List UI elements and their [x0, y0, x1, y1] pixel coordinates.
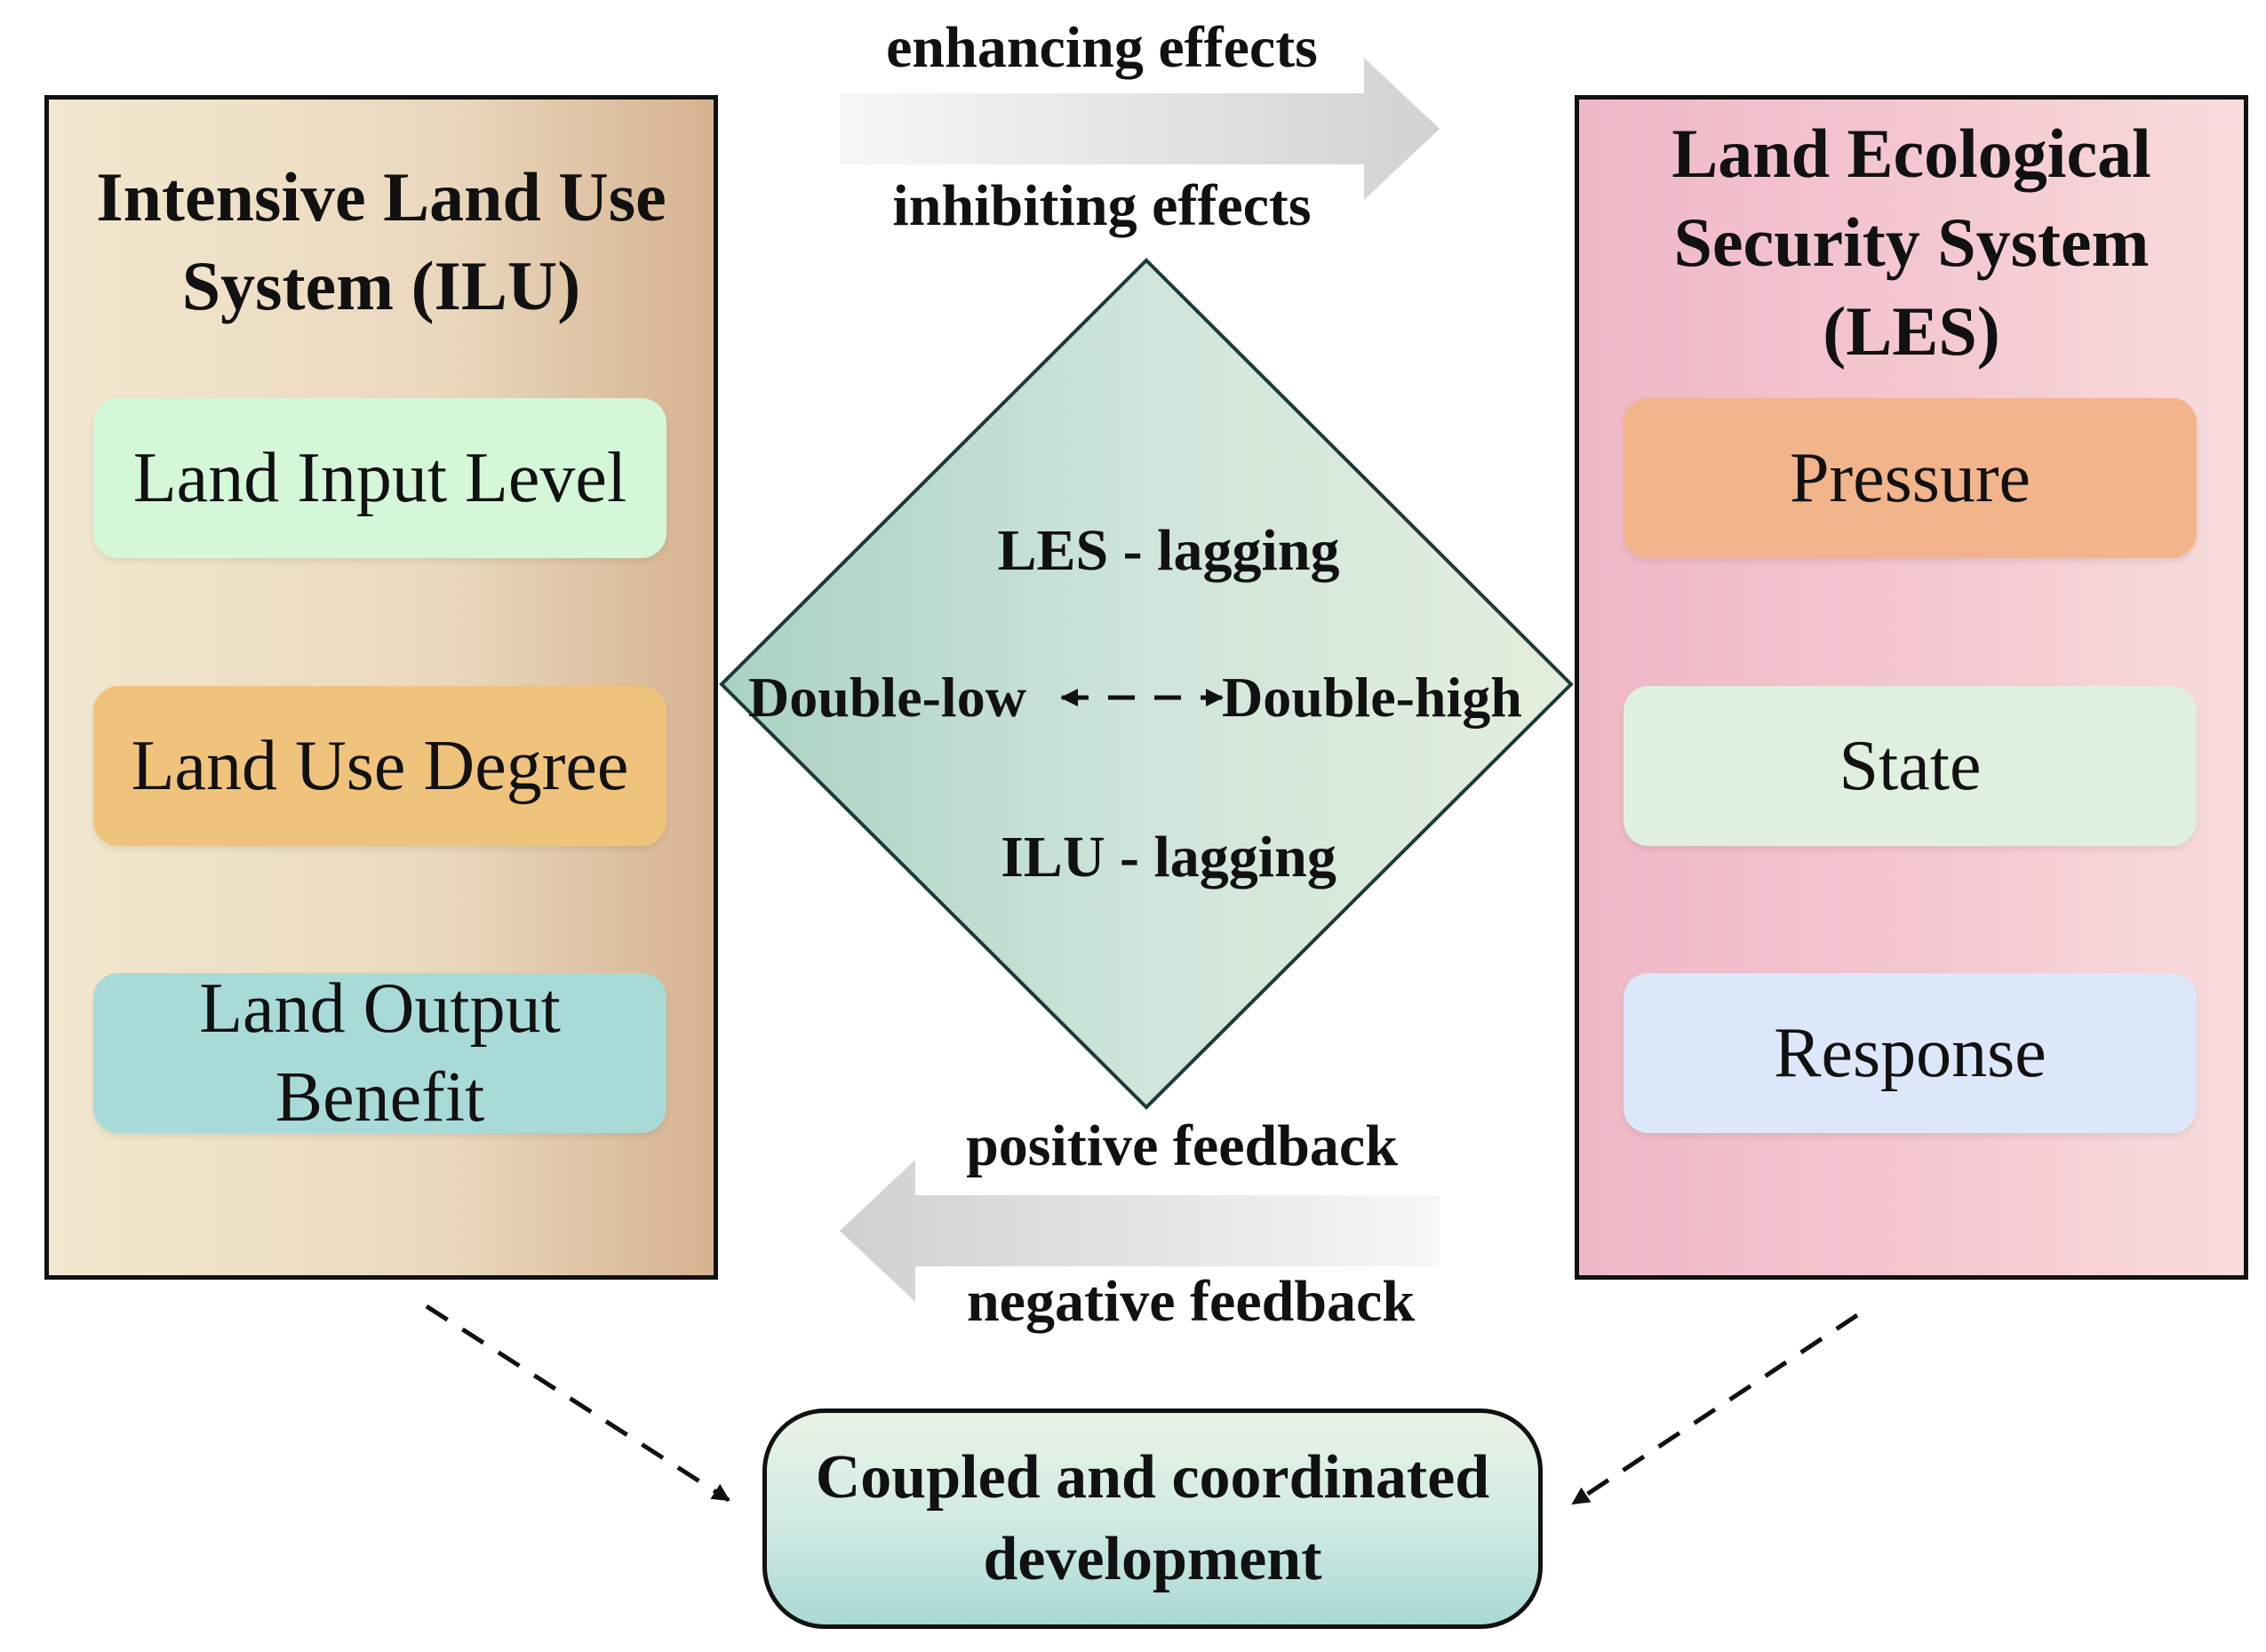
ilu-to-outcome-connector	[425, 1304, 730, 1503]
les-to-outcome-connector	[1571, 1313, 1859, 1506]
bottom-block-arrow	[840, 1160, 1440, 1302]
ilu-title-line1: Intensive Land Use	[96, 158, 666, 235]
ilu-title-line2: System (ILU)	[181, 247, 581, 324]
top-block-arrow	[840, 58, 1440, 200]
land-use-degree-label: Land Use Degree	[131, 727, 629, 805]
coupled-development-box: Coupled and coordinated development	[762, 1409, 1543, 1629]
les-title-line3: (LES)	[1823, 292, 2000, 370]
positive-feedback-label: positive feedback	[966, 1113, 1398, 1178]
les-title-line2: Security System	[1673, 204, 2150, 281]
land-use-degree-box: Land Use Degree	[93, 686, 666, 846]
double-low-label: Double-low	[748, 666, 1026, 729]
enhancing-effects-label: enhancing effects	[886, 15, 1318, 80]
response-box: Response	[1624, 973, 2197, 1133]
pressure-label: Pressure	[1789, 439, 2031, 517]
land-input-level-box: Land Input Level	[93, 398, 666, 558]
les-title: Land Ecological Security System (LES)	[1575, 109, 2248, 376]
les-lagging-label: LES - lagging	[997, 518, 1340, 583]
land-input-level-label: Land Input Level	[132, 439, 627, 517]
land-output-benefit-label-line1: Land Output	[199, 970, 561, 1048]
land-output-benefit-label-line2: Benefit	[275, 1058, 485, 1137]
state-box: State	[1624, 686, 2197, 846]
coupled-development-line1: Coupled and coordinated	[815, 1443, 1490, 1512]
state-label: State	[1839, 727, 1982, 805]
double-high-label: Double-high	[1222, 666, 1522, 729]
les-title-line1: Land Ecological	[1672, 115, 2151, 192]
coordination-diamond	[719, 258, 1574, 1110]
inhibiting-effects-label: inhibiting effects	[892, 173, 1312, 238]
response-label: Response	[1774, 1014, 2047, 1092]
coupled-development-line2: development	[983, 1525, 1322, 1593]
negative-feedback-label: negative feedback	[966, 1269, 1416, 1334]
ilu-title: Intensive Land Use System (ILU)	[44, 153, 718, 331]
ilu-lagging-label: ILU - lagging	[1001, 825, 1336, 890]
land-output-benefit-box: Land Output Benefit	[93, 970, 666, 1137]
pressure-box: Pressure	[1624, 398, 2197, 558]
